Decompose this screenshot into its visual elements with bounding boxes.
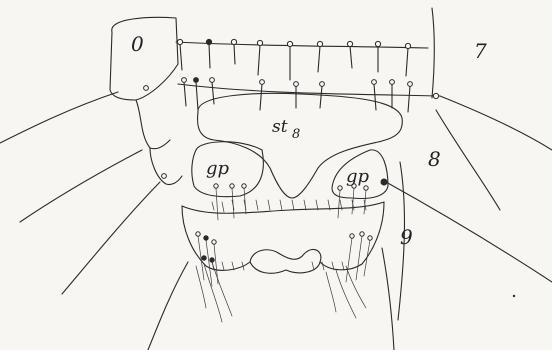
gonopore-setae	[214, 184, 368, 220]
label-segment-0: 0	[131, 32, 144, 56]
segment-9-left-lobe	[150, 148, 182, 185]
right-bottom-line	[382, 248, 394, 350]
sternite-8-plate	[198, 93, 403, 198]
label-segment-7: 7	[474, 39, 487, 63]
left-leg-line-upper	[20, 150, 142, 222]
lower-fringe-right	[312, 262, 344, 270]
right-body-outline-upper	[432, 8, 434, 98]
bottom-right-hairs	[326, 266, 366, 318]
left-body-outline	[0, 92, 118, 143]
right-segment-8-line	[436, 110, 500, 210]
left-bottom-line	[148, 262, 188, 350]
speck	[513, 295, 515, 297]
tergite-7-margin	[176, 42, 428, 48]
segment-8-left-lobe	[136, 100, 170, 149]
bottom-left-hairs	[196, 262, 232, 322]
label-gonopore-right: gp	[346, 166, 370, 187]
subgenital-lobe	[250, 249, 321, 273]
apex-setae	[196, 232, 372, 286]
label-segment-8: 8	[428, 147, 441, 171]
label-sternite-number: 8	[292, 127, 300, 142]
left-leg-line-lower	[62, 182, 160, 294]
label-sternite: st	[272, 117, 288, 137]
label-segment-9: 9	[400, 225, 413, 249]
right-body-outline	[440, 96, 552, 150]
label-gonopore-left: gp	[206, 158, 230, 179]
